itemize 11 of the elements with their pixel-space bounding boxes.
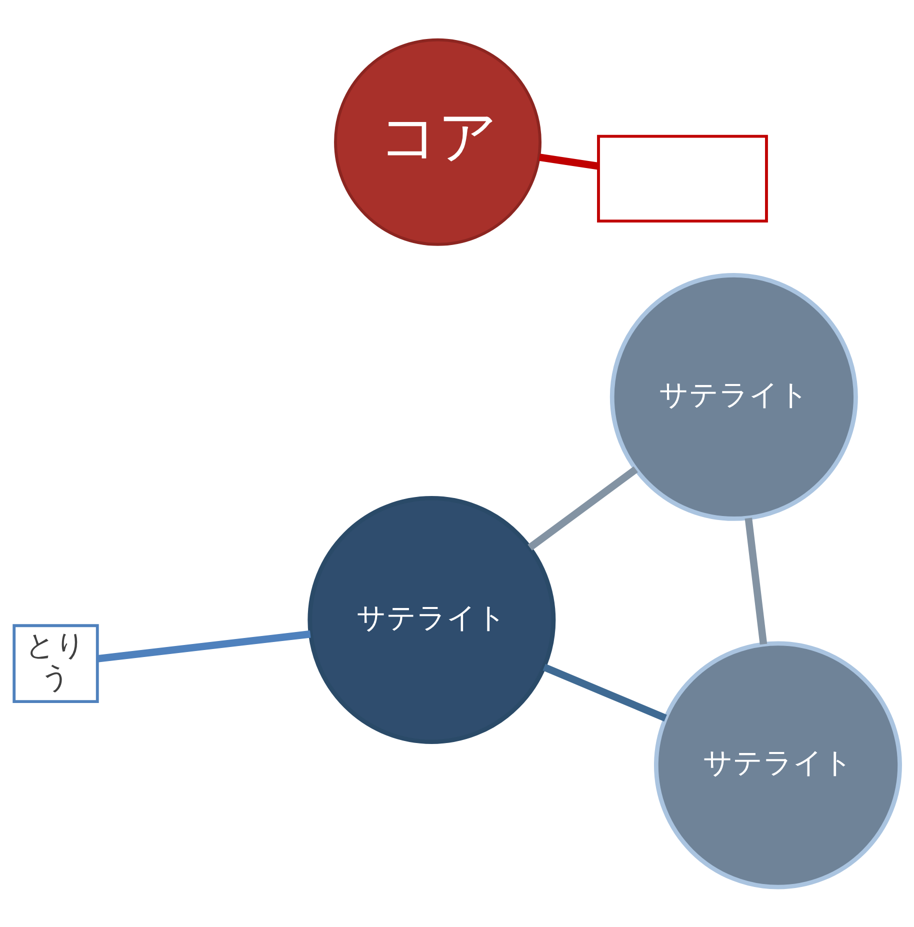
connector xyxy=(528,466,638,550)
connector xyxy=(97,630,311,662)
connector xyxy=(542,664,667,722)
connector xyxy=(744,518,768,645)
node-circle: サテライト xyxy=(654,641,902,890)
node-circle: コア xyxy=(334,38,542,246)
node-box: とり う xyxy=(12,624,99,704)
node-box xyxy=(597,134,768,222)
node-circle: サテライト xyxy=(308,496,556,744)
connector xyxy=(538,154,599,170)
node-circle: サテライト xyxy=(610,272,858,521)
